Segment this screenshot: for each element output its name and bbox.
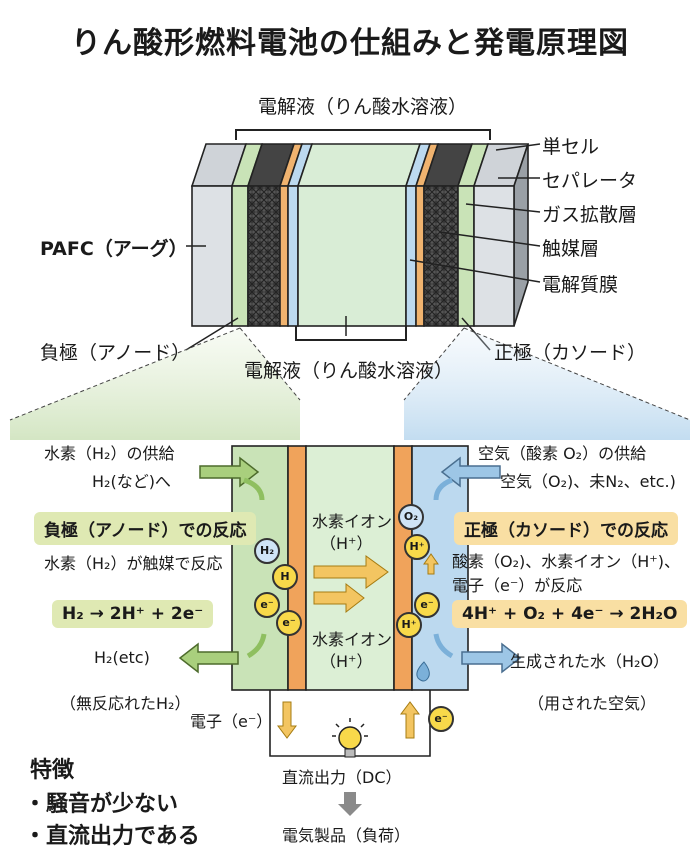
electrolyte-label-bottom: 電解液（りん酸水溶液） xyxy=(244,360,454,382)
ion-label-2a: 水素イオン xyxy=(312,630,393,649)
ion-label-2b: （H⁺） xyxy=(320,652,373,671)
electron-icon-4: e⁻ xyxy=(428,706,454,732)
flow-arrows xyxy=(178,456,260,674)
h-plus-icon-2: H⁺ xyxy=(396,612,422,638)
anode-equation: H₂ → 2H⁺ + 2e⁻ xyxy=(52,600,214,628)
electrolyte-bracket-top xyxy=(235,129,491,140)
h-atom-icon: H xyxy=(272,564,298,590)
h2-molecule-icon: H₂ xyxy=(254,538,280,564)
cathode-equation: 4H⁺ + O₂ + 4e⁻ → 2H₂O xyxy=(452,600,688,628)
anode-reaction-title: 負極（アノード）での反応 xyxy=(34,512,257,545)
cell-stack-3d xyxy=(190,143,530,327)
ion-arrows xyxy=(313,555,389,614)
water-output-sub: （用された空気） xyxy=(528,694,657,713)
zoom-projection xyxy=(9,327,691,440)
up-arrows xyxy=(423,553,439,575)
h2-exhaust-label: H₂(etc) xyxy=(94,648,150,667)
air-supply-label: 空気（酸素 O₂）の供給 xyxy=(478,444,647,463)
electron-label: 電子（e⁻） xyxy=(190,712,273,731)
layer-label-catalyst: 触媒層 xyxy=(542,238,600,260)
cathode-reaction-title: 正極（カソード）での反応 xyxy=(454,512,678,545)
electron-arrows xyxy=(277,701,420,739)
h2-supply-sub: H₂(など)へ xyxy=(92,472,171,491)
layer-label-separator: セパレータ xyxy=(542,170,638,192)
electron-icon-3: e⁻ xyxy=(414,592,440,618)
feature-item-1: ・騒音が少ない xyxy=(24,792,179,817)
page-title: りん酸形燃料電池の仕組みと発電原理図 xyxy=(71,26,629,61)
cathode-reaction-desc-2: 電子（e⁻）が反応 xyxy=(452,576,583,595)
electrolyte-bracket-bottom xyxy=(295,326,407,341)
h-plus-icon-1: H⁺ xyxy=(404,534,430,560)
air-supply-sub: 空気（O₂)、未N₂、etc.) xyxy=(500,472,676,491)
electrolyte-label-top: 電解液（りん酸水溶液） xyxy=(258,96,468,118)
load-label: 電気製品（負荷） xyxy=(282,826,411,845)
feature-item-2: ・直流出力である xyxy=(24,824,200,849)
electron-icon-1: e⁻ xyxy=(254,592,280,618)
internal-flow xyxy=(243,477,454,659)
ion-label-1a: 水素イオン xyxy=(312,512,393,531)
anode-label: 負極（アノード） xyxy=(40,342,191,364)
water-drop-icon xyxy=(416,661,430,682)
ion-label-1b: （H⁺） xyxy=(320,534,373,553)
layer-label-gas-diffusion: ガス拡散層 xyxy=(542,204,638,226)
layer-leaders xyxy=(185,143,541,351)
down-arrow-icon xyxy=(338,792,362,816)
water-output-label: 生成された水（H₂O） xyxy=(510,652,670,671)
dc-output-label: 直流出力（DC） xyxy=(282,768,402,787)
anode-reaction-desc: 水素（H₂）が触媒で反応 xyxy=(44,554,223,573)
lightbulb-icon xyxy=(332,718,368,758)
features-heading: 特徴 xyxy=(30,758,75,783)
electron-icon-2: e⁻ xyxy=(276,610,302,636)
h2-exhaust-sub: （無反応れたH₂） xyxy=(60,694,191,713)
pafc-label: PAFC（アーグ） xyxy=(40,238,188,260)
h2-supply-label: 水素（H₂）の供給 xyxy=(44,444,175,463)
layer-label-single-cell: 単セル xyxy=(542,136,600,158)
layer-label-membrane: 電解質膜 xyxy=(542,274,619,296)
cathode-label: 正極（カソード） xyxy=(494,342,647,364)
o2-molecule-icon: O₂ xyxy=(398,504,424,530)
cathode-reaction-desc-1: 酸素（O₂)、水素イオン（H⁺)、 xyxy=(452,552,680,571)
